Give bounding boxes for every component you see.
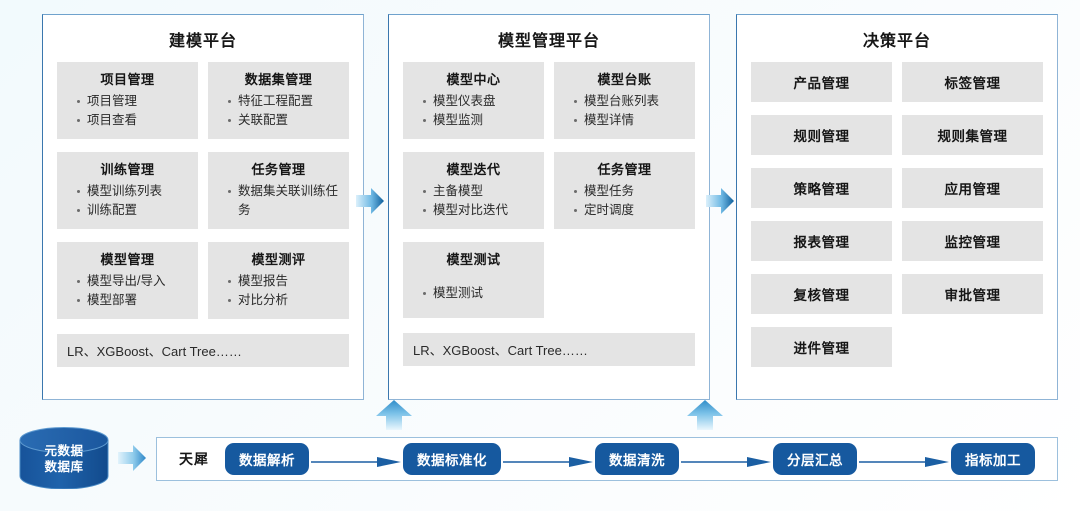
feature-card-list: 数据集关联训练任务 <box>208 182 349 220</box>
feature-card[interactable]: 模型测评 模型报告 对比分析 <box>207 242 349 319</box>
algorithms-strip: LR、XGBoost、Cart Tree…… <box>403 333 695 366</box>
pipeline-connector-icon <box>681 454 771 467</box>
feature-card[interactable]: 模型测试 模型测试 <box>403 242 545 318</box>
card-grid: 模型中心 模型仪表盘 模型监测 模型台账 模型台账列表 模型详情 模型迭代 <box>403 62 695 331</box>
panel-body: 模型中心 模型仪表盘 模型监测 模型台账 模型台账列表 模型详情 模型迭代 <box>389 62 709 378</box>
list-item: 数据集关联训练任务 <box>227 182 343 220</box>
feature-card[interactable]: 任务管理 数据集关联训练任务 <box>207 152 349 229</box>
module-tile[interactable]: 复核管理 <box>751 274 893 314</box>
module-tile[interactable]: 监控管理 <box>901 221 1043 261</box>
feature-card-list: 模型仪表盘 模型监测 <box>403 92 544 130</box>
module-tile[interactable]: 审批管理 <box>901 274 1043 314</box>
list-item: 模型详情 <box>573 111 689 130</box>
module-tile[interactable]: 规则管理 <box>751 115 893 155</box>
feature-card-title: 模型管理 <box>100 252 155 267</box>
feature-card[interactable]: 数据集管理 特征工程配置 关联配置 <box>207 62 349 139</box>
feature-card-title: 数据集管理 <box>244 72 313 87</box>
module-tile[interactable]: 应用管理 <box>901 168 1043 208</box>
feature-card-title: 模型测评 <box>251 252 306 267</box>
feature-card[interactable]: 模型中心 模型仪表盘 模型监测 <box>403 62 545 139</box>
arrow-right-icon <box>118 443 146 473</box>
feature-card[interactable]: 模型管理 模型导出/导入 模型部署 <box>57 242 199 319</box>
tile-grid: 产品管理 标签管理 规则管理 规则集管理 策略管理 应用管理 报表管理 监控管理… <box>751 62 1043 380</box>
feature-card[interactable]: 模型迭代 主备模型 模型对比迭代 <box>403 152 545 229</box>
list-item: 模型训练列表 <box>77 182 192 201</box>
feature-card-list: 模型台账列表 模型详情 <box>554 92 695 130</box>
feature-card-title: 任务管理 <box>251 162 306 177</box>
list-item: 主备模型 <box>423 182 538 201</box>
arrow-right-icon <box>356 186 384 216</box>
card-grid: 项目管理 项目管理 项目查看 数据集管理 特征工程配置 关联配置 训练管理 <box>57 62 349 332</box>
platform-panel-decision: 决策平台 产品管理 标签管理 规则管理 规则集管理 策略管理 应用管理 报表管理… <box>736 14 1058 400</box>
feature-card-title: 任务管理 <box>597 162 652 177</box>
feature-card[interactable]: 任务管理 模型任务 定时调度 <box>553 152 695 229</box>
list-item: 模型对比迭代 <box>423 201 538 220</box>
panel-body: 项目管理 项目管理 项目查看 数据集管理 特征工程配置 关联配置 训练管理 <box>43 62 363 379</box>
module-tile[interactable]: 产品管理 <box>751 62 893 102</box>
etl-pipeline: 天犀 数据解析 数据标准化 数据清洗 分层汇总 <box>156 437 1058 481</box>
feature-card-list: 模型测试 <box>403 284 544 303</box>
feature-card-list: 模型训练列表 训练配置 <box>57 182 198 220</box>
card-placeholder <box>554 242 695 318</box>
pipeline-step[interactable]: 数据解析 <box>225 443 309 475</box>
arrow-up-icon <box>687 400 723 430</box>
database-cylinder-icon: 元数据 数据库 <box>18 427 110 490</box>
feature-card-list: 模型导出/导入 模型部署 <box>57 272 198 310</box>
feature-card[interactable]: 模型台账 模型台账列表 模型详情 <box>553 62 695 139</box>
pipeline-connector-icon <box>503 454 593 467</box>
list-item: 特征工程配置 <box>227 92 343 111</box>
feature-card-list: 特征工程配置 关联配置 <box>208 92 349 130</box>
module-tile[interactable]: 规则集管理 <box>901 115 1043 155</box>
feature-card-list: 主备模型 模型对比迭代 <box>403 182 544 220</box>
panel-title: 模型管理平台 <box>497 33 600 50</box>
list-item: 模型测试 <box>423 284 538 303</box>
module-tile[interactable]: 标签管理 <box>901 62 1043 102</box>
pipeline-step[interactable]: 数据标准化 <box>403 443 501 475</box>
pipeline-step[interactable]: 指标加工 <box>951 443 1035 475</box>
list-item: 模型监测 <box>423 111 538 130</box>
panel-body: 产品管理 标签管理 规则管理 规则集管理 策略管理 应用管理 报表管理 监控管理… <box>737 62 1057 392</box>
feature-card-title: 模型台账 <box>597 72 652 87</box>
feature-card-list: 模型报告 对比分析 <box>208 272 349 310</box>
list-item: 模型部署 <box>77 291 192 310</box>
list-item: 模型仪表盘 <box>423 92 538 111</box>
arrow-up-icon <box>376 400 412 430</box>
pipeline-name: 天犀 <box>179 451 209 467</box>
pipeline-connector-icon <box>311 454 401 467</box>
feature-card[interactable]: 训练管理 模型训练列表 训练配置 <box>57 152 199 229</box>
algorithms-strip: LR、XGBoost、Cart Tree…… <box>57 334 349 367</box>
platform-panel-modeling: 建模平台 项目管理 项目管理 项目查看 数据集管理 特征工程配置 关联配置 <box>42 14 364 400</box>
feature-card-list: 项目管理 项目查看 <box>57 92 198 130</box>
feature-card-title: 模型中心 <box>446 72 501 87</box>
list-item: 模型台账列表 <box>573 92 689 111</box>
feature-card-title: 项目管理 <box>100 72 155 87</box>
list-item: 训练配置 <box>77 201 192 220</box>
feature-card-title: 模型测试 <box>446 252 501 267</box>
feature-card[interactable]: 项目管理 项目管理 项目查看 <box>57 62 199 139</box>
feature-card-title: 模型迭代 <box>446 162 501 177</box>
panel-title: 决策平台 <box>862 33 931 50</box>
list-item: 模型报告 <box>227 272 343 291</box>
module-tile[interactable]: 进件管理 <box>751 327 893 367</box>
pipeline-step[interactable]: 数据清洗 <box>595 443 679 475</box>
list-item: 定时调度 <box>573 201 689 220</box>
list-item: 项目管理 <box>77 92 192 111</box>
list-item: 模型任务 <box>573 182 689 201</box>
list-item: 关联配置 <box>227 111 343 130</box>
panel-title: 建模平台 <box>168 33 237 50</box>
module-tile[interactable]: 策略管理 <box>751 168 893 208</box>
feature-card-title: 训练管理 <box>100 162 155 177</box>
pipeline-connector-icon <box>859 454 949 467</box>
platform-panel-model-management: 模型管理平台 模型中心 模型仪表盘 模型监测 模型台账 模型台账列表 模型详情 <box>388 14 710 400</box>
tile-placeholder <box>902 327 1043 367</box>
feature-card-list: 模型任务 定时调度 <box>554 182 695 220</box>
arrow-right-icon <box>706 186 734 216</box>
list-item: 模型导出/导入 <box>77 272 192 291</box>
list-item: 对比分析 <box>227 291 343 310</box>
pipeline-step[interactable]: 分层汇总 <box>773 443 857 475</box>
list-item: 项目查看 <box>77 111 192 130</box>
module-tile[interactable]: 报表管理 <box>751 221 893 261</box>
